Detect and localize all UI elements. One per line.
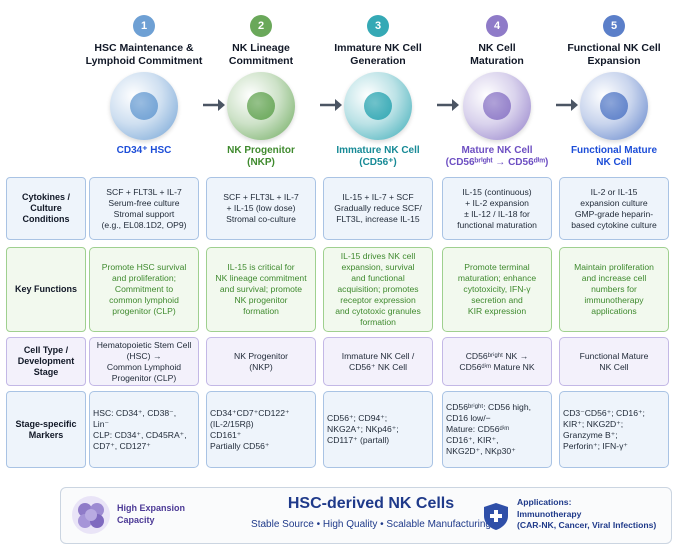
table-cell: CD34⁺CD7⁺CD122⁺ (IL-2/15Rβ) CD161⁺ Parti…: [206, 391, 316, 468]
table-cell: NK Progenitor (NKP): [206, 337, 316, 386]
row-label: Cell Type / Development Stage: [6, 337, 86, 386]
table-cell: CD3⁻CD56⁺; CD16⁺; KIR⁺; NKG2D⁺; Granzyme…: [559, 391, 669, 468]
cell-cluster-icon: [71, 495, 111, 535]
stage-number-badge: 3: [367, 15, 389, 37]
cell-label: Immature NK Cell (CD56⁺): [336, 145, 420, 168]
row-label: Stage-specific Markers: [6, 391, 86, 468]
stage-number-badge: 4: [486, 15, 508, 37]
cell-label: Mature NK Cell (CD56ᵇʳⁱᵍʰᵗ → CD56ᵈⁱᵐ): [445, 145, 549, 168]
cell-label: Functional Mature NK Cell: [570, 145, 658, 168]
arrow-right-icon: [202, 98, 226, 117]
table-cell: SCF + FLT3L + IL-7 Serum-free culture St…: [89, 177, 199, 240]
table-cell: Hematopoietic Stem Cell (HSC) → Common L…: [89, 337, 199, 386]
table-cell: Promote HSC survival and proliferation; …: [89, 247, 199, 332]
table-cell: SCF + FLT3L + IL-7 + IL-15 (low dose) St…: [206, 177, 316, 240]
stage-title: Functional NK Cell Expansion: [567, 42, 661, 67]
arrow-right-icon: [555, 98, 579, 117]
row-label: Key Functions: [6, 247, 86, 332]
cell-nucleus: [600, 92, 628, 120]
table-cell: Functional Mature NK Cell: [559, 337, 669, 386]
table-cell: IL-15 + IL-7 + SCF Gradually reduce SCF/…: [323, 177, 433, 240]
row-label: Cytokines / Culture Conditions: [6, 177, 86, 240]
cell-illustration: [227, 72, 295, 140]
stage-number-badge: 1: [133, 15, 155, 37]
cell-nucleus: [130, 92, 158, 120]
stage-title: NK Lineage Commitment: [228, 42, 294, 67]
stage-title: Immature NK Cell Generation: [334, 42, 422, 67]
cell-label: CD34⁺ HSC: [116, 145, 172, 156]
footer-right-label: Applications: Immunotherapy (CAR-NK, Can…: [517, 497, 657, 530]
table-cell: Immature NK Cell / CD56⁺ NK Cell: [323, 337, 433, 386]
table-cell: CD56⁺; CD94⁺; NKG2A⁺; NKp46⁺; CD117⁺ (pa…: [323, 391, 433, 468]
cell-nucleus: [483, 92, 511, 120]
table-cell: CD56ᵇʳⁱᵍʰᵗ: CD56 high, CD16 low/− Mature…: [442, 391, 552, 468]
cell-illustration: [344, 72, 412, 140]
stage-title: HSC Maintenance & Lymphoid Commitment: [85, 42, 203, 67]
footer-subtitle: Stable Source • High Quality • Scalable …: [251, 519, 491, 530]
table-cell: IL-15 (continuous) + IL-2 expansion ± IL…: [442, 177, 552, 240]
table-cell: HSC: CD34⁺, CD38⁻, Lin⁻ CLP: CD34⁺, CD45…: [89, 391, 199, 468]
footer-panel: High Expansion Capacity HSC-derived NK C…: [60, 487, 672, 544]
shield-icon: [481, 501, 511, 531]
table-cell: CD56ᵇʳⁱᵍʰᵗ NK → CD56ᵈⁱᵐ Mature NK: [442, 337, 552, 386]
arrow-right-icon: [436, 98, 460, 117]
cell-label: NK Progenitor (NKP): [227, 145, 295, 168]
table-cell: IL-15 drives NK cell expansion, survival…: [323, 247, 433, 332]
cell-illustration: [110, 72, 178, 140]
stage-number-badge: 2: [250, 15, 272, 37]
table-cell: IL-15 is critical for NK lineage commitm…: [206, 247, 316, 332]
stage-title: NK Cell Maturation: [470, 42, 524, 67]
cell-illustration: [580, 72, 648, 140]
cell-nucleus: [247, 92, 275, 120]
stage-number-badge: 5: [603, 15, 625, 37]
arrow-right-icon: [319, 98, 343, 117]
cell-illustration: [463, 72, 531, 140]
footer-title: HSC-derived NK Cells: [287, 495, 455, 512]
table-cell: Maintain proliferation and increase cell…: [559, 247, 669, 332]
table-cell: Promote terminal maturation; enhance cyt…: [442, 247, 552, 332]
footer-left-label: High Expansion Capacity: [117, 503, 186, 525]
cell-nucleus: [364, 92, 392, 120]
table-cell: IL-2 or IL-15 expansion culture GMP-grad…: [559, 177, 669, 240]
